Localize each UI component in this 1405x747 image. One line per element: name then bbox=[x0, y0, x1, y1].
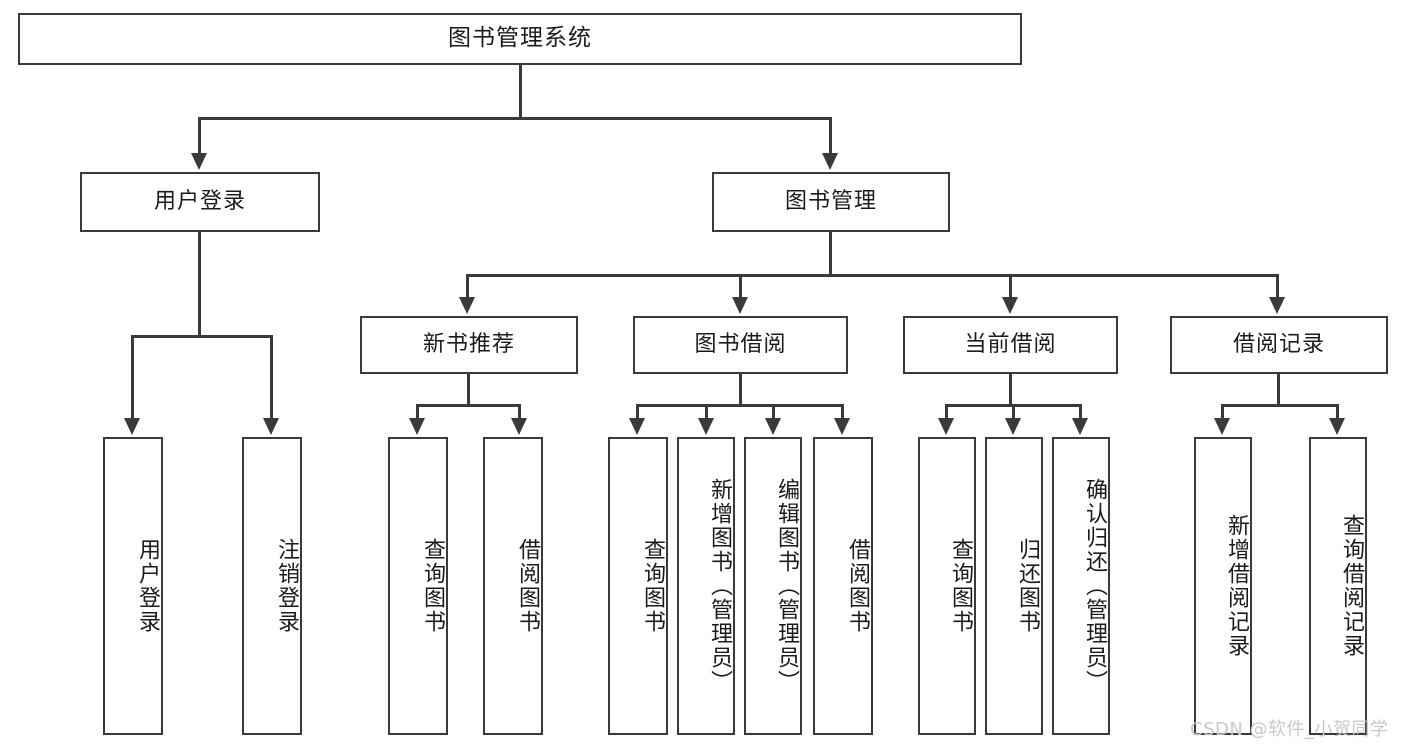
arrowhead-user-login-2 bbox=[263, 418, 279, 435]
node-label: 新增借阅记录 bbox=[1224, 514, 1249, 658]
leaf-user-login-logout[interactable]: 注销登录 bbox=[242, 437, 302, 735]
edge-level1-drop-right bbox=[829, 117, 832, 155]
edge-new-book-stem bbox=[467, 374, 470, 406]
arrowhead-book-borrow-3 bbox=[765, 418, 781, 435]
arrowhead-current-borrow-3 bbox=[1072, 418, 1088, 435]
arrowhead-book-borrow-2 bbox=[698, 418, 714, 435]
node-label: 查询图书 bbox=[640, 538, 665, 634]
node-label: 图书管理系统 bbox=[448, 25, 592, 52]
edge-book-borrow-drop-2 bbox=[705, 404, 708, 421]
arrowhead-to-book-borrow bbox=[732, 297, 748, 314]
node-label: 图书借阅 bbox=[694, 331, 787, 357]
edge-current-borrow-drop-1 bbox=[945, 404, 948, 421]
edge-current-borrow-stem bbox=[1009, 374, 1012, 406]
leaf-current-borrow-query[interactable]: 查询图书 bbox=[918, 437, 976, 735]
node-label: 查询借阅记录 bbox=[1339, 514, 1364, 658]
arrowhead-current-borrow-2 bbox=[1005, 418, 1021, 435]
edge-level2-drop-1 bbox=[466, 274, 469, 299]
arrowhead-new-book-2 bbox=[511, 418, 527, 435]
edge-book-borrow-bus bbox=[636, 404, 844, 407]
edge-user-login-bus bbox=[131, 335, 270, 338]
edge-level1-drop-left bbox=[198, 117, 201, 155]
edge-new-book-drop-1 bbox=[416, 404, 419, 421]
edge-level2-bus bbox=[466, 274, 1278, 277]
arrowhead-new-book-1 bbox=[409, 418, 425, 435]
leaf-borrow-record-add[interactable]: 新增借阅记录 bbox=[1194, 437, 1252, 735]
edge-book-borrow-drop-1 bbox=[636, 404, 639, 421]
node-label: 编辑图书（管理员） bbox=[774, 478, 799, 694]
leaf-borrow-record-query[interactable]: 查询借阅记录 bbox=[1309, 437, 1367, 735]
edge-user-login-stem bbox=[198, 232, 201, 336]
leaf-book-borrow-borrow[interactable]: 借阅图书 bbox=[813, 437, 873, 735]
watermark-csdn: CSDN @软件_小贺同学 bbox=[1190, 719, 1389, 740]
node-borrow-record[interactable]: 借阅记录 bbox=[1170, 316, 1388, 374]
node-label: 借阅图书 bbox=[515, 538, 540, 634]
edge-book-manage-stem bbox=[829, 232, 832, 276]
leaf-current-borrow-return[interactable]: 归还图书 bbox=[985, 437, 1043, 735]
leaf-book-borrow-add[interactable]: 新增图书（管理员） bbox=[677, 437, 735, 735]
node-label: 归还图书 bbox=[1015, 538, 1040, 634]
node-label: 图书管理 bbox=[784, 188, 877, 214]
node-label: 用户登录 bbox=[135, 538, 160, 634]
arrowhead-current-borrow-1 bbox=[938, 418, 954, 435]
node-label: 新书推荐 bbox=[422, 331, 515, 357]
node-label: 查询图书 bbox=[948, 538, 973, 634]
arrowhead-to-current-borrow bbox=[1002, 297, 1018, 314]
leaf-new-book-borrow[interactable]: 借阅图书 bbox=[483, 437, 543, 735]
node-root-system[interactable]: 图书管理系统 bbox=[18, 13, 1022, 65]
leaf-book-borrow-edit[interactable]: 编辑图书（管理员） bbox=[744, 437, 802, 735]
node-label: 注销登录 bbox=[274, 538, 299, 634]
node-label: 借阅图书 bbox=[845, 538, 870, 634]
leaf-new-book-query[interactable]: 查询图书 bbox=[388, 437, 448, 735]
node-book-borrow[interactable]: 图书借阅 bbox=[633, 316, 848, 374]
edge-book-borrow-drop-4 bbox=[841, 404, 844, 421]
edge-borrow-record-drop-1 bbox=[1221, 404, 1224, 421]
edge-new-book-bus bbox=[416, 404, 520, 407]
edge-book-borrow-drop-3 bbox=[772, 404, 775, 421]
arrowhead-borrow-record-2 bbox=[1329, 418, 1345, 435]
node-label: 当前借阅 bbox=[964, 331, 1057, 357]
edge-level1-bus bbox=[198, 117, 832, 120]
arrowhead-book-borrow-4 bbox=[834, 418, 850, 435]
arrowhead-to-user-login bbox=[191, 153, 207, 170]
node-current-borrow[interactable]: 当前借阅 bbox=[903, 316, 1118, 374]
node-user-login[interactable]: 用户登录 bbox=[80, 172, 320, 232]
arrowhead-to-book-manage bbox=[822, 153, 838, 170]
arrowhead-to-borrow-record bbox=[1269, 297, 1285, 314]
leaf-book-borrow-query[interactable]: 查询图书 bbox=[608, 437, 668, 735]
leaf-user-login-login[interactable]: 用户登录 bbox=[103, 437, 163, 735]
edge-current-borrow-drop-3 bbox=[1079, 404, 1082, 421]
edge-borrow-record-drop-2 bbox=[1336, 404, 1339, 421]
edge-book-borrow-stem bbox=[739, 374, 742, 406]
edge-level2-drop-4 bbox=[1276, 274, 1279, 299]
node-label: 借阅记录 bbox=[1232, 331, 1325, 357]
edge-borrow-record-bus bbox=[1221, 404, 1338, 407]
node-label: 确认归还（管理员） bbox=[1082, 478, 1107, 694]
arrowhead-book-borrow-1 bbox=[629, 418, 645, 435]
arrowhead-to-new-book bbox=[459, 297, 475, 314]
edge-new-book-drop-2 bbox=[518, 404, 521, 421]
arrowhead-user-login-1 bbox=[124, 418, 140, 435]
edge-user-login-drop-1 bbox=[131, 335, 134, 420]
edge-level2-drop-2 bbox=[739, 274, 742, 299]
node-book-management[interactable]: 图书管理 bbox=[712, 172, 950, 232]
edge-borrow-record-stem bbox=[1277, 374, 1280, 406]
edge-root-stem bbox=[519, 65, 522, 118]
node-label: 新增图书（管理员） bbox=[707, 478, 732, 694]
edge-current-borrow-drop-2 bbox=[1012, 404, 1015, 421]
arrowhead-borrow-record-1 bbox=[1214, 418, 1230, 435]
edge-user-login-drop-2 bbox=[270, 335, 273, 420]
edge-level2-drop-3 bbox=[1009, 274, 1012, 299]
node-label: 查询图书 bbox=[420, 538, 445, 634]
leaf-current-borrow-confirm[interactable]: 确认归还（管理员） bbox=[1052, 437, 1110, 735]
node-new-book-recommend[interactable]: 新书推荐 bbox=[360, 316, 578, 374]
node-label: 用户登录 bbox=[153, 188, 246, 214]
